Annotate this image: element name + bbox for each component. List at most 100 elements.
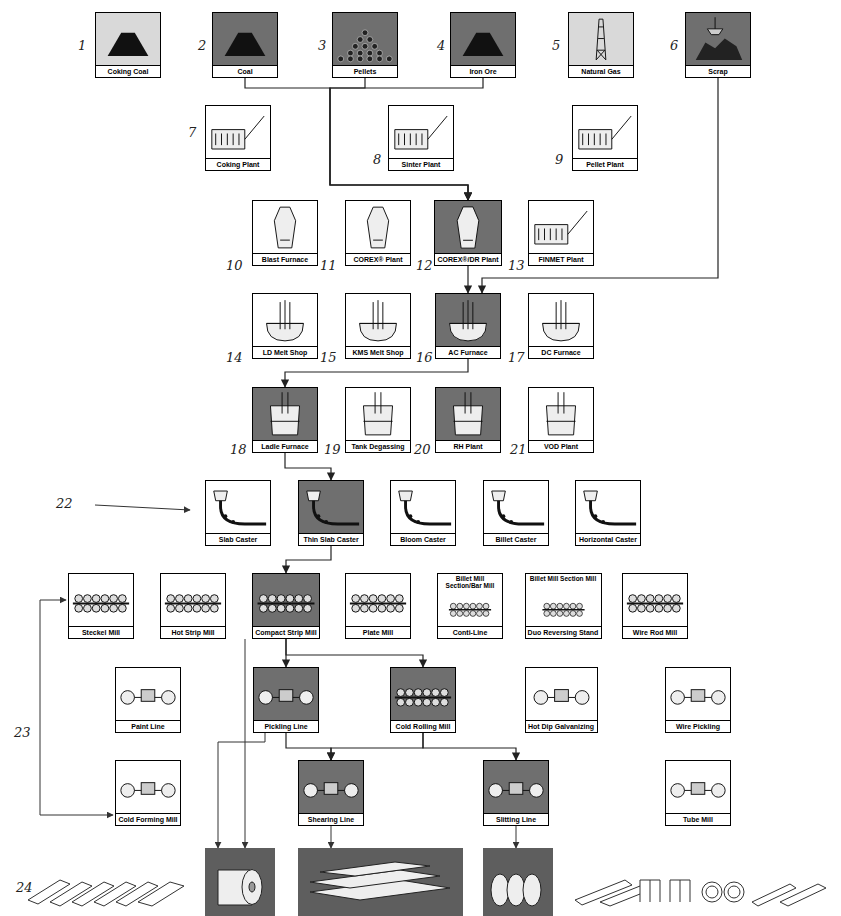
process-box: Cold Forming Mill <box>115 760 181 826</box>
box-label-strip: Horizontal Caster <box>576 533 640 545</box>
process-box: Bloom Caster <box>390 480 456 546</box>
flow-arrow <box>423 733 516 760</box>
process-box: Blast Furnace <box>252 200 318 266</box>
box-label-strip: Ladle Furnace <box>253 440 317 452</box>
box-label-strip: Natural Gas <box>569 65 633 77</box>
process-box: Pellet Plant <box>572 105 638 171</box>
process-box: Plate Mill <box>345 573 411 639</box>
box-label-strip: Steckel Mill <box>69 626 133 638</box>
process-box: Wire Rod Mill <box>622 573 688 639</box>
process-icon <box>484 761 548 815</box>
box-label-strip: Thin Slab Caster <box>299 533 363 545</box>
process-box: Natural Gas <box>568 12 634 78</box>
box-label: Sinter Plant <box>402 161 441 168</box>
callout-number: 22 <box>56 496 73 511</box>
flow-arrow <box>331 733 423 760</box>
process-icon <box>529 388 593 442</box>
box-label-strip: Cold Rolling Mill <box>391 720 455 732</box>
box-label-strip: Bloom Caster <box>391 533 455 545</box>
process-box: VOD Plant <box>528 387 594 453</box>
box-label-strip: Compact Strip Mill <box>253 626 319 638</box>
process-box: Horizontal Caster <box>575 480 641 546</box>
process-icon <box>206 106 270 160</box>
box-label: Coal <box>237 68 252 75</box>
process-box: Cold Rolling Mill <box>390 667 456 733</box>
process-icon <box>391 481 455 535</box>
process-box: Hot Dip Galvanizing <box>525 667 598 733</box>
callout-number: 9 <box>555 152 563 167</box>
box-label: Coking Plant <box>217 161 260 168</box>
callout-number: 5 <box>552 38 560 53</box>
box-label: Coking Coal <box>108 68 149 75</box>
box-label: Scrap <box>708 68 727 75</box>
box-label: Horizontal Caster <box>579 536 637 543</box>
box-label-strip: Plate Mill <box>346 626 410 638</box>
box-label-strip: Conti-Line <box>438 626 502 638</box>
flow-arrow <box>330 78 483 200</box>
box-label: Pellet Plant <box>586 161 624 168</box>
box-label: Hot Dip Galvanizing <box>528 723 594 730</box>
process-icon <box>346 388 410 442</box>
box-heading: Billet Mill Section Mill <box>527 575 600 582</box>
callout-number: 14 <box>226 350 243 365</box>
process-icon <box>253 294 317 348</box>
box-label: Cold Forming Mill <box>118 816 177 823</box>
process-box: Coal <box>212 12 278 78</box>
box-label: KMS Melt Shop <box>353 349 404 356</box>
process-icon <box>526 588 601 628</box>
box-label: Bloom Caster <box>400 536 446 543</box>
process-box: Scrap <box>685 12 751 78</box>
callout-number: 11 <box>320 258 337 273</box>
box-label: Duo Reversing Stand <box>528 629 599 636</box>
process-box: LD Melt Shop <box>252 293 318 359</box>
process-icon <box>576 481 640 535</box>
process-icon <box>623 574 687 628</box>
process-icon <box>389 106 453 160</box>
box-label: LD Melt Shop <box>263 349 308 356</box>
box-label-strip: Hot Dip Galvanizing <box>526 720 597 732</box>
box-label: Wire Rod Mill <box>633 629 677 636</box>
box-label-strip: Pickling Line <box>254 720 318 732</box>
process-icon <box>254 668 318 722</box>
box-label-strip: Scrap <box>686 65 750 77</box>
process-icon <box>253 201 317 255</box>
process-icon <box>69 574 133 628</box>
box-label-strip: DC Furnace <box>529 346 593 358</box>
process-icon <box>299 761 363 815</box>
process-box: Ladle Furnace <box>252 387 318 453</box>
process-icon <box>391 668 455 722</box>
callout-number: 23 <box>14 725 31 740</box>
callout-number: 2 <box>198 38 206 53</box>
callout-number: 7 <box>188 125 196 140</box>
box-label-strip: Billet Caster <box>484 533 548 545</box>
box-label: Iron Ore <box>469 68 496 75</box>
flow-arrow <box>330 78 468 200</box>
callout-number: 6 <box>670 38 678 53</box>
box-label: Plate Mill <box>363 629 393 636</box>
process-box: Paint Line <box>115 667 181 733</box>
box-label-strip: VOD Plant <box>529 440 593 452</box>
box-label: Hot Strip Mill <box>171 629 214 636</box>
box-label: Shearing Line <box>308 816 354 823</box>
flow-arrow <box>285 453 331 480</box>
callout-number: 10 <box>226 258 243 273</box>
callout-number: 13 <box>508 258 525 273</box>
box-label-strip: COREX®/DR Plant <box>435 253 501 265</box>
box-label-strip: AC Furnace <box>436 346 500 358</box>
process-icon <box>333 13 397 67</box>
box-label: Conti-Line <box>453 629 488 636</box>
box-label-strip: Blast Furnace <box>253 253 317 265</box>
process-icon <box>529 294 593 348</box>
box-label-strip: LD Melt Shop <box>253 346 317 358</box>
box-label: Slitting Line <box>496 816 536 823</box>
callout-number: 12 <box>416 258 433 273</box>
process-icon <box>436 294 500 348</box>
process-icon <box>346 294 410 348</box>
box-label-strip: Tube Mill <box>666 813 730 825</box>
box-label-strip: Hot Strip Mill <box>161 626 225 638</box>
process-icon <box>116 761 180 815</box>
process-icon <box>526 668 597 722</box>
process-icon <box>206 481 270 535</box>
process-box: Thin Slab Caster <box>298 480 364 546</box>
callout-arrow <box>95 505 190 510</box>
